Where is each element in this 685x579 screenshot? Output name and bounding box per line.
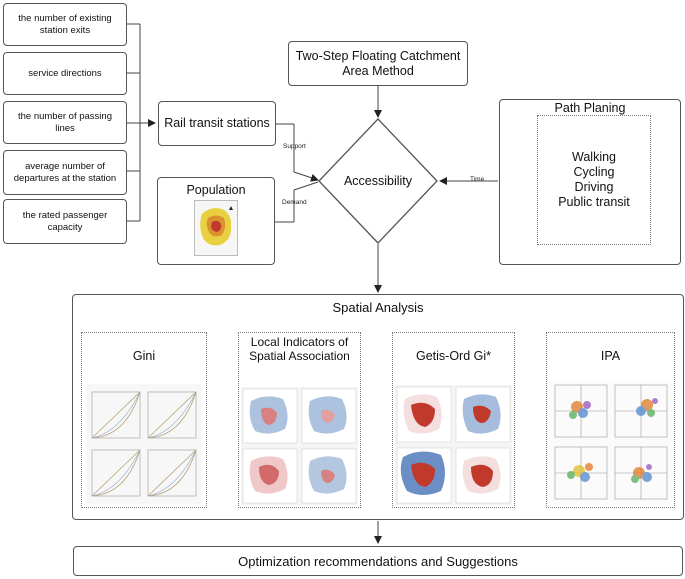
gini-curves-figure: [86, 384, 202, 504]
mode-cycling: Cycling: [573, 165, 615, 179]
optimization-label: Optimization recommendations and Suggest…: [238, 553, 518, 569]
factor-label: average number of departures at the stat…: [13, 160, 117, 184]
factor-station-exits: the number of existing station exits: [3, 3, 127, 46]
population-label: Population: [186, 183, 246, 197]
getis-ord-label: Getis-Ord Gi*: [415, 349, 491, 363]
support-label: Support: [283, 143, 306, 150]
lisa-maps-figure: [241, 387, 358, 505]
factor-label: service directions: [28, 67, 102, 79]
factor-passing-lines: the number of passing lines: [3, 101, 127, 144]
factor-departures: average number of departures at the stat…: [3, 150, 127, 195]
ipa-label: IPA: [600, 349, 621, 363]
factor-passenger-capacity: the rated passenger capacity: [3, 199, 127, 244]
spatial-analysis-title: Spatial Analysis: [332, 300, 424, 315]
factor-label: the number of existing station exits: [18, 12, 112, 36]
factor-label: the rated passenger capacity: [22, 209, 108, 233]
gini-label: Gini: [132, 349, 156, 363]
population-box: Population: [157, 177, 275, 265]
accessibility-label: Accessibility: [343, 174, 413, 188]
two-step-method-box: Two-Step Floating Catchment Area Method: [288, 41, 468, 86]
factor-label: the number of passing lines: [17, 110, 112, 134]
population-map-thumbnail: [194, 200, 238, 256]
getis-ord-maps-figure: [395, 385, 512, 505]
lisa-label: Local Indicators of Spatial Association: [249, 335, 350, 363]
accessibility-diamond: [318, 118, 438, 244]
two-step-label: Two-Step Floating Catchment Area Method: [295, 48, 461, 78]
mode-public-transit: Public transit: [558, 195, 630, 209]
mode-walking: Walking: [572, 150, 616, 164]
mode-driving: Driving: [574, 180, 614, 194]
factor-service-directions: service directions: [3, 52, 127, 95]
optimization-box: Optimization recommendations and Suggest…: [73, 546, 683, 576]
travel-modes-panel: Walking Cycling Driving Public transit: [537, 115, 651, 245]
demand-label: Demand: [282, 199, 307, 206]
ipa-scatter-figure: [549, 381, 672, 505]
path-planing-title: Path Planing: [554, 101, 626, 115]
rail-transit-label: Rail transit stations: [164, 116, 270, 130]
rail-transit-stations-box: Rail transit stations: [158, 101, 276, 146]
time-label: Time: [470, 176, 485, 183]
